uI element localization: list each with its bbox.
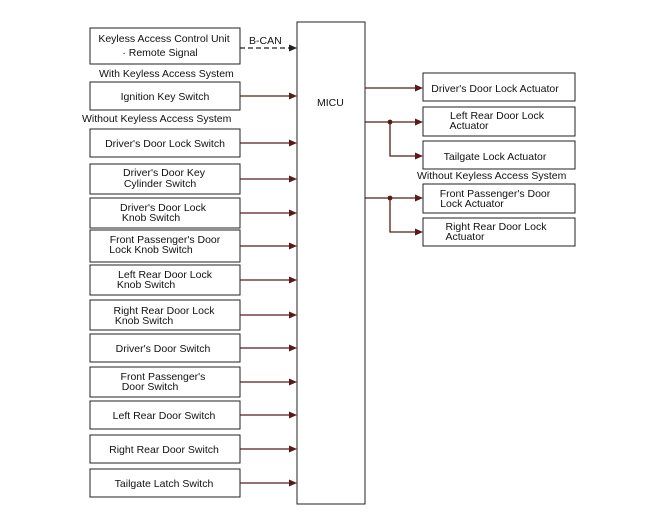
output-label-line: Driver's Door Lock Actuator xyxy=(431,83,559,95)
input-label-line: Ignition Key Switch xyxy=(121,91,210,103)
arrowhead xyxy=(289,445,297,453)
output-label-line: Actuator xyxy=(445,231,485,243)
output-block-drivers-door-lock-actuator: Driver's Door Lock Actuator xyxy=(422,72,576,102)
arrowhead xyxy=(289,44,297,52)
input-label-line: Right Rear Door Switch xyxy=(109,444,219,456)
micu-label: MICU xyxy=(317,97,344,109)
output-block-tailgate-lock-actuator: Tailgate Lock Actuator xyxy=(422,140,576,170)
arrowhead xyxy=(289,311,297,319)
output-label-line: Actuator xyxy=(449,120,489,132)
arrowhead xyxy=(289,344,297,352)
b-can-label: B-CAN xyxy=(249,35,282,47)
input-label-line: Knob Switch xyxy=(117,279,176,291)
arrowhead xyxy=(415,84,423,92)
arrowhead xyxy=(289,242,297,250)
input-block-right-rear-door-lock-knob-switch: Right Rear Door Lock Knob Switch xyxy=(89,299,241,331)
without-keyless-note-left: Without Keyless Access System xyxy=(82,113,232,125)
arrowhead xyxy=(415,118,423,126)
input-label-line: Knob Switch xyxy=(122,212,181,224)
input-label-line: Lock Knob Switch xyxy=(109,244,193,256)
input-block-front-passengers-door-lock-knob-switch: Front Passenger's Door Lock Knob Switch xyxy=(89,229,241,263)
input-label-line: Driver's Door Lock Switch xyxy=(105,138,225,150)
input-block-front-passengers-door-switch: Front Passenger's Door Switch xyxy=(89,366,241,398)
input-label-line: Knob Switch xyxy=(115,315,174,327)
input-block-left-rear-door-lock-knob-switch: Left Rear Door Lock Knob Switch xyxy=(89,264,241,296)
input-block-drivers-door-lock-switch: Driver's Door Lock Switch xyxy=(89,128,241,158)
input-block-tailgate-latch-switch: Tailgate Latch Switch xyxy=(89,468,241,498)
output-label-line: Lock Actuator xyxy=(440,198,504,210)
input-block-right-rear-door-switch: Right Rear Door Switch xyxy=(89,434,241,464)
arrowhead xyxy=(289,92,297,100)
input-block-drivers-door-lock-knob-switch: Driver's Door Lock Knob Switch xyxy=(89,197,241,229)
input-block-ignition-key-switch: Ignition Key Switch xyxy=(89,81,241,111)
input-label-line: Right Rear Door Lock xyxy=(114,305,216,317)
input-block-left-rear-door-switch: Left Rear Door Switch xyxy=(89,400,241,430)
arrowhead xyxy=(289,175,297,183)
output-branch-line xyxy=(389,122,416,157)
input-label-line: Door Switch xyxy=(122,381,179,393)
micu-box xyxy=(296,21,366,505)
input-label-line: Front Passenger's Door xyxy=(110,234,221,246)
arrowhead xyxy=(289,411,297,419)
input-label-line: Cylinder Switch xyxy=(124,178,197,190)
without-keyless-note-right: Without Keyless Access System xyxy=(417,170,567,182)
output-label-line: Left Rear Door Lock xyxy=(450,110,545,122)
output-label-line: Right Rear Door Lock xyxy=(446,221,548,233)
input-label-line: Left Rear Door Lock xyxy=(118,269,213,281)
arrowhead xyxy=(289,209,297,217)
output-label-line: Tailgate Lock Actuator xyxy=(444,151,547,163)
input-label-line: · Remote Signal xyxy=(122,47,197,59)
arrowhead xyxy=(415,228,423,236)
input-block-drivers-door-switch: Driver's Door Switch xyxy=(89,333,241,363)
arrowhead xyxy=(415,194,423,202)
input-label-line: Keyless Access Control Unit xyxy=(98,33,229,45)
input-label-line: Driver's Door Key xyxy=(123,167,206,179)
arrowhead xyxy=(289,378,297,386)
output-label-line: Front Passenger's Door xyxy=(440,188,551,200)
input-block-drivers-door-key-cylinder-switch: Driver's Door Key Cylinder Switch xyxy=(89,163,241,195)
output-block-right-rear-door-lock-actuator: Right Rear Door Lock Actuator xyxy=(422,217,576,247)
input-block-keyless-unit: Keyless Access Control Unit · Remote Sig… xyxy=(89,27,241,65)
input-label-line: Tailgate Latch Switch xyxy=(115,478,214,490)
arrowhead xyxy=(289,479,297,487)
input-label-line: Driver's Door Lock xyxy=(120,202,207,214)
input-label-line: Driver's Door Switch xyxy=(116,343,211,355)
input-label-line: Left Rear Door Switch xyxy=(113,410,216,422)
arrowhead xyxy=(415,152,423,160)
with-keyless-note: With Keyless Access System xyxy=(99,68,234,80)
output-branch-line xyxy=(389,198,416,233)
input-label-line: Front Passenger's xyxy=(121,371,206,383)
output-block-left-rear-door-lock-actuator: Left Rear Door Lock Actuator xyxy=(422,106,576,137)
arrowhead xyxy=(289,139,297,147)
arrowhead xyxy=(289,276,297,284)
output-block-front-passengers-door-lock-actuator: Front Passenger's Door Lock Actuator xyxy=(422,183,576,214)
